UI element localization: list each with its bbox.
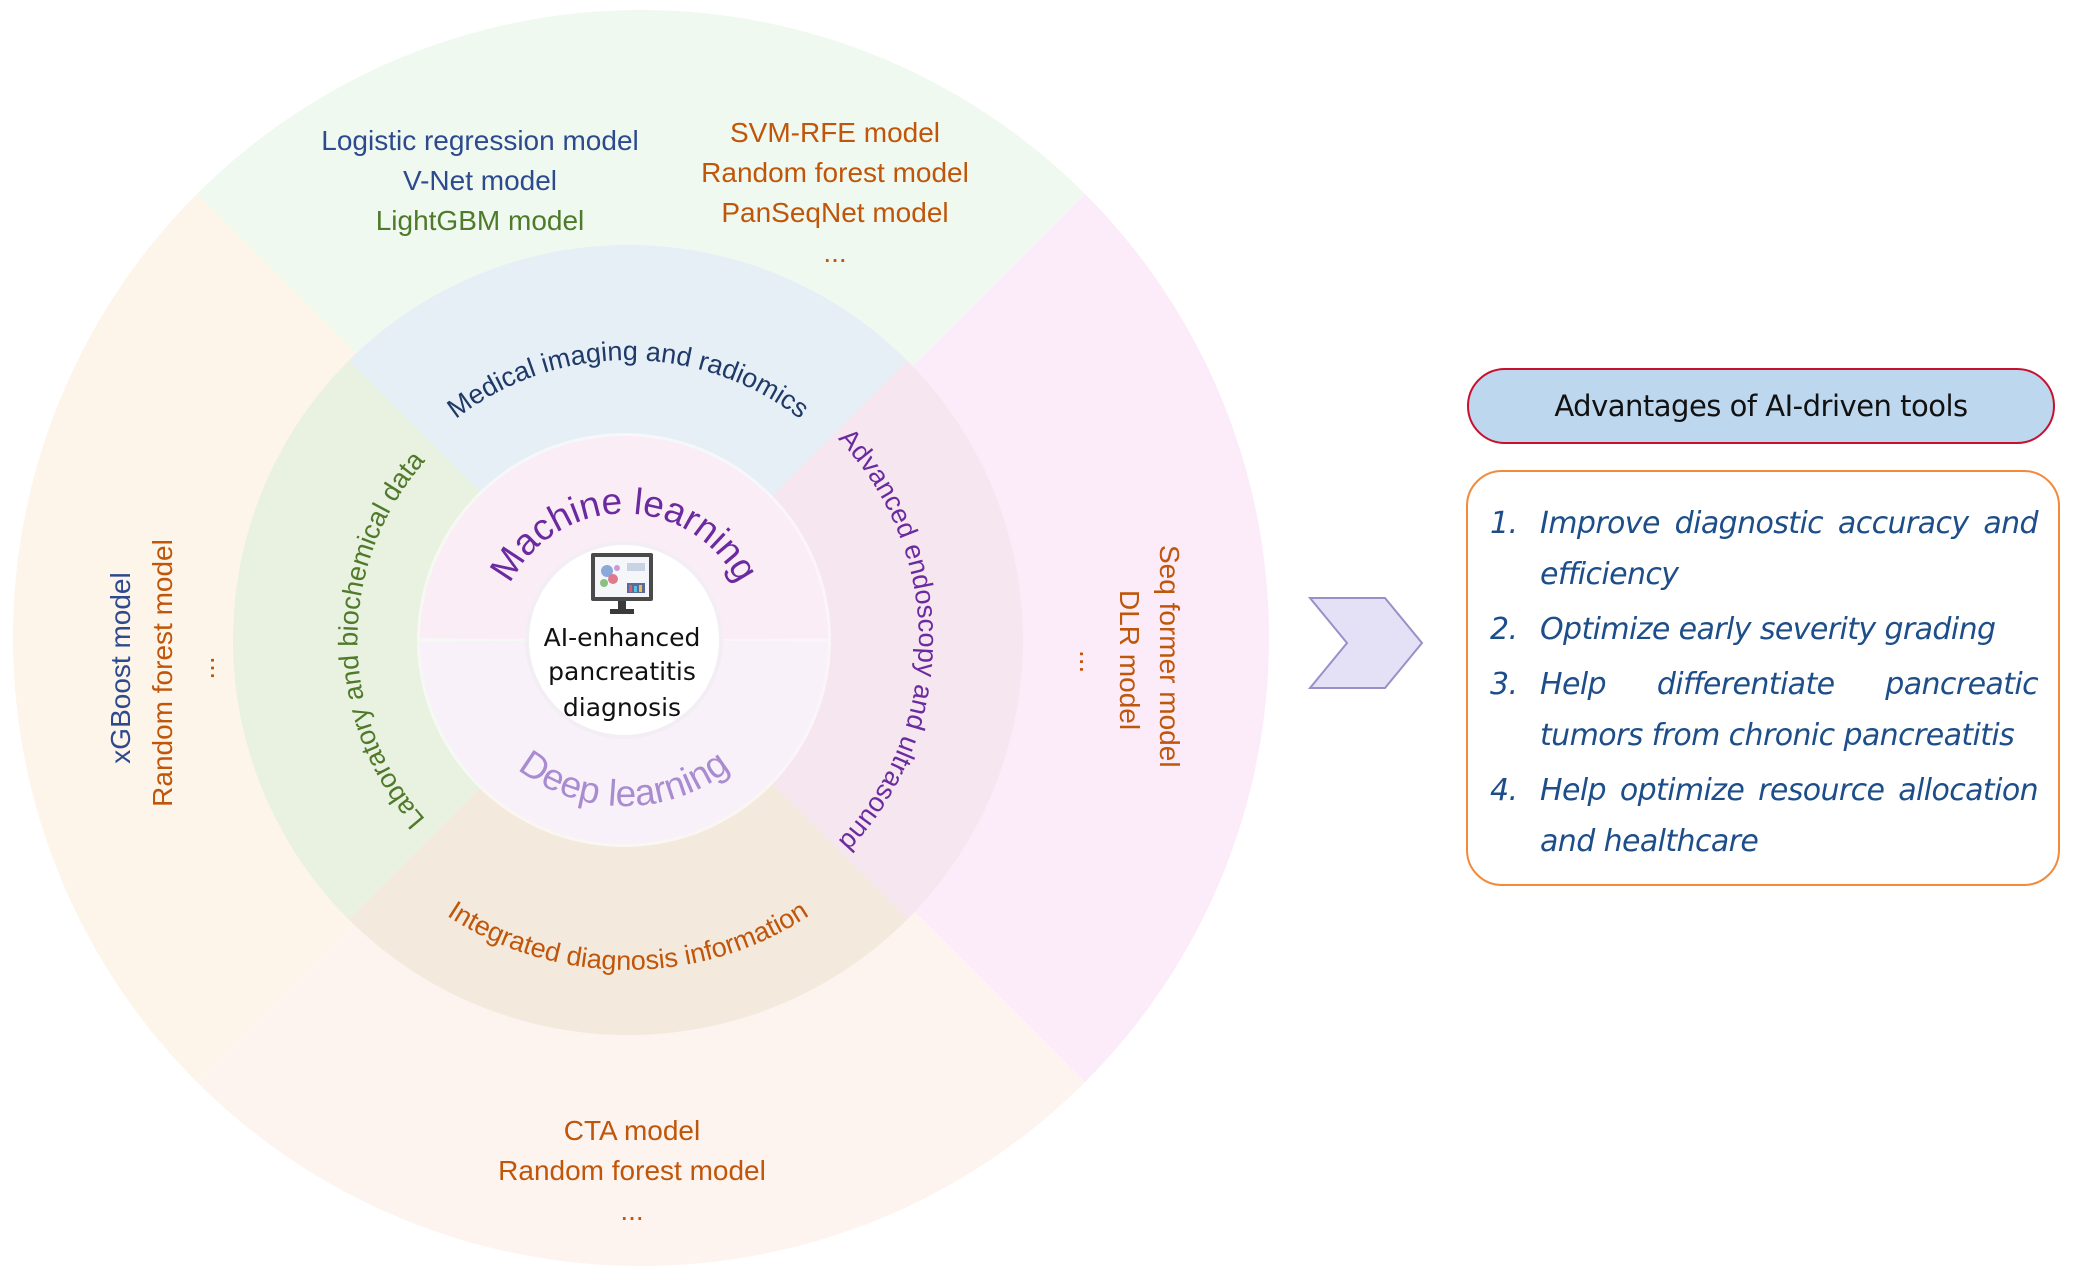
- inner-ring: [417, 433, 831, 847]
- center-circle: [529, 545, 719, 735]
- model-label: SVM-RFE model: [730, 117, 940, 148]
- chevron-right-icon: [1307, 597, 1424, 689]
- advantages-header: Advantages of AI-driven tools: [1467, 368, 2055, 444]
- model-label: CTA model: [564, 1115, 700, 1146]
- outer-labels-top-right: SVM-RFE model Random forest model PanSeq…: [701, 117, 969, 268]
- advantage-item: 3. Help differentiate pancreatic tumors f…: [1490, 659, 2039, 761]
- advantage-item: 2. Optimize early severity grading: [1490, 604, 2038, 655]
- item-text: Optimize early severity grading: [1540, 612, 1996, 647]
- ellipsis-label: ...: [189, 656, 220, 679]
- center-title-line: AI-enhanced: [544, 623, 701, 652]
- outer-labels-right: Seq former model DLR model ...: [1074, 545, 1185, 768]
- item-text: Help differentiate pancreatic tumors fro…: [1540, 667, 2039, 753]
- outer-labels-left: xGBoost model Random forest model ...: [105, 539, 220, 807]
- ellipsis-label: ...: [1074, 650, 1105, 673]
- model-label: DLR model: [1114, 590, 1145, 730]
- center-title-line: pancreatitis: [548, 657, 696, 686]
- advantage-item: 4. Help optimize resource allocation and …: [1490, 765, 2039, 867]
- model-label: Seq former model: [1154, 545, 1185, 768]
- outer-labels-bottom: CTA model Random forest model ...: [498, 1115, 766, 1226]
- inner-half-top: [420, 436, 828, 640]
- item-number: 3.: [1490, 667, 1518, 702]
- outer-labels-top-left: Logistic regression model V-Net model Li…: [321, 125, 639, 236]
- center-title-line: diagnosis: [563, 693, 681, 722]
- advantage-item: 1. Improve diagnostic accuracy and effici…: [1490, 498, 2039, 600]
- item-number: 2.: [1490, 612, 1518, 647]
- model-label: LightGBM model: [376, 205, 585, 236]
- item-text: Improve diagnostic accuracy and efficien…: [1540, 506, 2039, 592]
- inner-half-bottom: [420, 640, 828, 844]
- item-number: 1.: [1490, 506, 1518, 541]
- advantages-list: 1. Improve diagnostic accuracy and effici…: [1466, 470, 2060, 886]
- ellipsis-label: ...: [620, 1195, 643, 1226]
- model-label: Random forest model: [147, 539, 178, 807]
- model-label: Random forest model: [498, 1155, 766, 1186]
- model-label: xGBoost model: [105, 572, 136, 763]
- item-number: 4.: [1490, 773, 1518, 808]
- ellipsis-label: ...: [823, 237, 846, 268]
- item-text: Help optimize resource allocation and he…: [1540, 773, 2039, 859]
- model-label: Random forest model: [701, 157, 969, 188]
- model-label: Logistic regression model: [321, 125, 639, 156]
- advantages-title: Advantages of AI-driven tools: [1554, 389, 1968, 423]
- model-label: V-Net model: [403, 165, 557, 196]
- computer-monitor-chart-icon: [591, 553, 653, 614]
- model-label: PanSeqNet model: [721, 197, 948, 228]
